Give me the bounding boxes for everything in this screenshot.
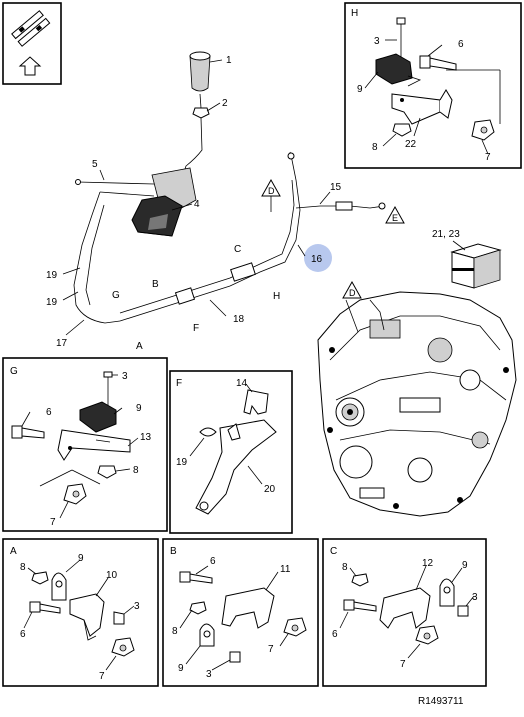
- callout-4: 4: [194, 199, 200, 210]
- highlight-circle-16: [304, 244, 332, 272]
- detail-B-label-6: 6: [210, 556, 216, 567]
- callout-19-upper: 19: [46, 270, 58, 281]
- section-letter-A: A: [136, 341, 143, 352]
- detail-G-label-7: 7: [50, 517, 56, 528]
- detail-B-label-8: 8: [172, 626, 178, 637]
- section-letter-C: C: [234, 244, 241, 255]
- detail-A-label-10: 10: [106, 570, 118, 581]
- detail-B-label-11: 11: [280, 564, 291, 575]
- detail-F-label-19: 19: [176, 457, 188, 468]
- kit-box-icon: [450, 240, 502, 289]
- detail-F-label-14: 14: [236, 378, 248, 389]
- detail-F-label-20: 20: [264, 484, 276, 495]
- reference-number: R1493711: [418, 696, 464, 707]
- shift-cable-19: [73, 179, 155, 324]
- detail-H: H: [344, 2, 522, 169]
- callout-18: 18: [233, 314, 245, 325]
- section-letter-G: G: [112, 290, 120, 301]
- detail-C: C: [322, 538, 487, 687]
- detail-H-title: H: [351, 8, 358, 19]
- triangle-D-upper: D: [261, 178, 281, 212]
- detail-C-label-7: 7: [400, 659, 406, 670]
- shift-cables-17-18: [119, 151, 301, 322]
- svg-text:E: E: [392, 213, 398, 223]
- detail-A-label-8: 8: [20, 562, 26, 573]
- callout-21-23: 21, 23: [432, 229, 460, 240]
- callout-5: 5: [92, 159, 98, 170]
- svg-text:D: D: [268, 186, 275, 196]
- transmission: [317, 291, 517, 517]
- detail-G: G: [2, 357, 168, 532]
- callout-15: 15: [330, 182, 342, 193]
- detail-C-title: C: [330, 546, 337, 557]
- section-letter-F: F: [193, 323, 199, 334]
- detail-G-label-9: 9: [136, 403, 142, 414]
- callout-16: 16: [311, 254, 323, 265]
- detail-H-label-8: 8: [372, 142, 378, 153]
- detail-C-label-6: 6: [332, 629, 338, 640]
- detail-G-label-6: 6: [46, 407, 52, 418]
- detail-B-label-3: 3: [206, 669, 212, 680]
- shift-lever: [181, 117, 203, 179]
- cable-15: [295, 201, 386, 211]
- detail-H-label-9: 9: [357, 84, 363, 95]
- detail-A-label-3: 3: [134, 601, 140, 612]
- detail-H-label-22: 22: [405, 139, 417, 150]
- nut-2: [192, 107, 210, 119]
- detail-G-label-8: 8: [133, 465, 139, 476]
- detail-A-label-7: 7: [99, 671, 105, 682]
- leader-lines-main: [62, 59, 331, 336]
- detail-A-label-9: 9: [78, 553, 84, 564]
- detail-C-label-12: 12: [422, 558, 434, 569]
- detail-A: A: [2, 538, 159, 687]
- detail-H-label-6: 6: [458, 39, 464, 50]
- callout-19-lower: 19: [46, 297, 58, 308]
- detail-F: F: [169, 370, 293, 534]
- detail-B: B: [162, 538, 319, 687]
- detail-C-label-3: 3: [472, 592, 478, 603]
- detail-C-label-8: 8: [342, 562, 348, 573]
- callout-17: 17: [56, 338, 68, 349]
- svg-text:D: D: [349, 288, 356, 298]
- detail-C-label-9: 9: [462, 560, 468, 571]
- detail-A-label-6: 6: [20, 629, 26, 640]
- detail-F-title: F: [176, 378, 182, 389]
- section-letter-H: H: [273, 291, 280, 302]
- detail-G-title: G: [10, 366, 18, 377]
- section-letter-B: B: [152, 279, 159, 290]
- detail-G-label-13: 13: [140, 432, 152, 443]
- callout-1: 1: [226, 55, 232, 66]
- detail-B-label-7: 7: [268, 644, 274, 655]
- shifter-housing: [131, 167, 197, 237]
- triangle-D-lower: D: [342, 280, 362, 299]
- triangle-E-upper: E: [385, 205, 405, 224]
- detail-H-label-7: 7: [485, 152, 491, 163]
- detail-G-label-3: 3: [122, 371, 128, 382]
- orientation-icon: [2, 2, 62, 85]
- shift-knob: [189, 51, 211, 109]
- detail-H-label-3: 3: [374, 36, 380, 47]
- detail-A-title: A: [10, 546, 17, 557]
- detail-B-title: B: [170, 546, 177, 557]
- detail-B-label-9: 9: [178, 663, 184, 674]
- callout-2: 2: [222, 98, 228, 109]
